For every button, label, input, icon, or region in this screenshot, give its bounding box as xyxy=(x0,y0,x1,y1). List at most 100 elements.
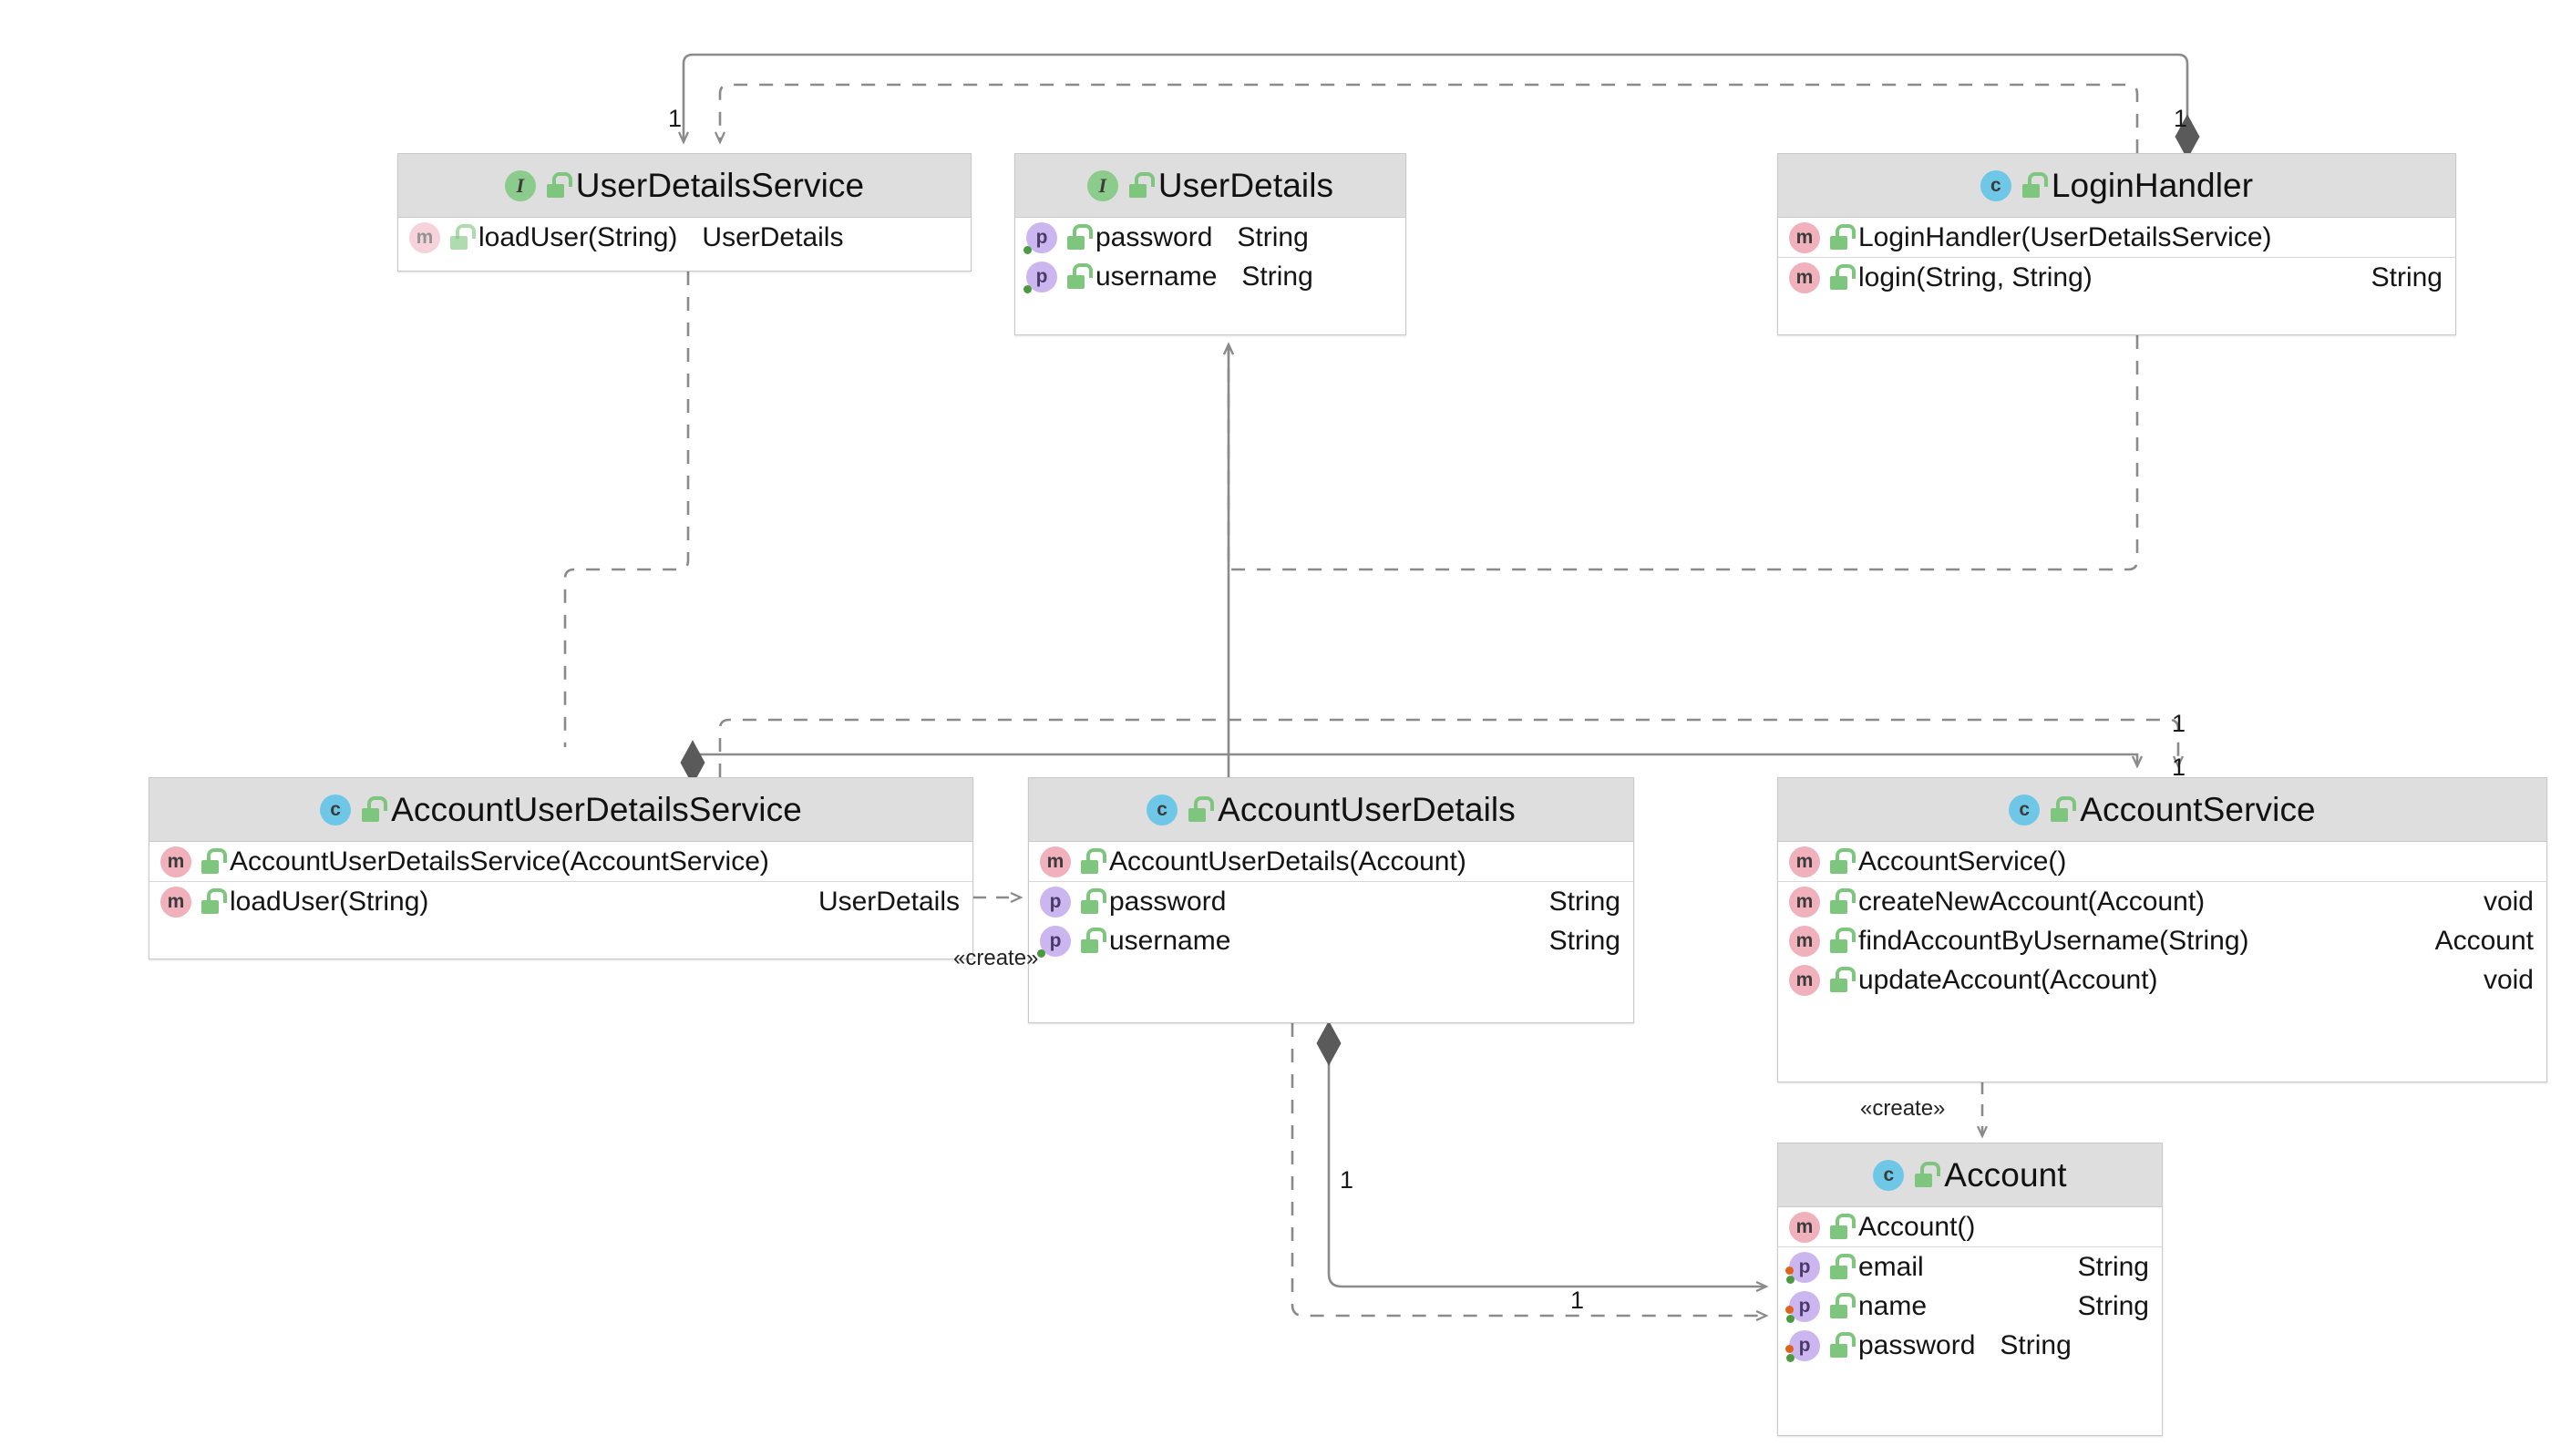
member-type: String xyxy=(2077,1251,2149,1282)
member-name: AccountUserDetails(Account) xyxy=(1109,846,1466,877)
unlocked-padlock-icon xyxy=(1828,966,1856,992)
property-badge-icon: p xyxy=(1785,1251,1820,1284)
unlocked-padlock-icon xyxy=(1828,927,1856,953)
method-badge-icon: m xyxy=(1789,964,1820,996)
member-name: email xyxy=(1858,1251,1924,1282)
edge-accountuserdetailsservice-accountservice-dep xyxy=(718,718,2185,777)
unlocked-padlock-icon xyxy=(200,887,227,914)
member-type: String xyxy=(1548,925,1620,956)
member-name: password xyxy=(1109,886,1227,917)
edge-accountuserdetails-account-dep xyxy=(1291,1023,1769,1322)
member-type: String xyxy=(2371,261,2443,292)
unlocked-padlock-icon xyxy=(1828,1253,1856,1279)
method-badge-icon: m xyxy=(1789,846,1820,877)
member-name: login(String, String) xyxy=(1858,261,2093,292)
property-badge-icon: p xyxy=(1785,1329,1820,1362)
edge-loginhandler-userdetailsservice-assoc xyxy=(677,53,2189,145)
property-badge-icon: p xyxy=(1040,886,1071,918)
member-type: UserDetails xyxy=(818,886,960,917)
member-type: String xyxy=(1548,886,1620,917)
method-badge-icon: m xyxy=(1789,221,1820,253)
member-type: String xyxy=(2077,1290,2149,1321)
orange-dot-icon xyxy=(1785,1266,1794,1275)
method-badge-icon: m xyxy=(160,886,191,918)
edge-accountuserdetailsservice-accountservice-assoc xyxy=(691,753,2144,769)
unlocked-padlock-icon xyxy=(1187,795,1215,822)
member-name: findAccountByUsername(String) xyxy=(1858,925,2249,956)
unlocked-padlock-icon xyxy=(1913,1161,1941,1187)
edge-loginhandler-userdetailsservice-dep xyxy=(714,83,2139,153)
member-name: Account() xyxy=(1858,1211,1976,1242)
interface-badge-icon: I xyxy=(1086,169,1118,201)
member-name: password xyxy=(1095,221,1213,252)
member-name: createNewAccount(Account) xyxy=(1858,886,2206,917)
member-name: username xyxy=(1095,261,1218,292)
class-header: c Account xyxy=(1778,1143,2162,1207)
member-name: AccountUserDetailsService(AccountService… xyxy=(230,846,769,877)
green-dot-icon xyxy=(1023,284,1032,293)
class-badge-icon: c xyxy=(1873,1159,1905,1191)
member-name: username xyxy=(1109,925,1231,956)
unlocked-padlock-icon xyxy=(1079,927,1106,953)
property-badge-icon: p xyxy=(1023,261,1057,293)
member-type: Account xyxy=(2434,925,2534,956)
class-member-row[interactable]: m Account() xyxy=(1778,1207,2162,1246)
property-badge-icon: p xyxy=(1785,1290,1820,1323)
member-type: String xyxy=(2000,1329,2072,1360)
edge-label-mult-uds-1: 1 xyxy=(668,105,683,132)
class-badge-icon: c xyxy=(1980,169,2011,201)
edge-label-stereo-create-acc: «create» xyxy=(1860,1096,1946,1121)
unlocked-padlock-icon xyxy=(1828,1213,1856,1239)
class-member-section: m Account() xyxy=(1778,1207,2162,1246)
unlocked-padlock-icon xyxy=(1079,847,1106,874)
edge-label-mult-lh-1: 1 xyxy=(2174,105,2188,132)
method-badge-icon: m xyxy=(1789,1211,1820,1243)
unlocked-padlock-icon xyxy=(2021,171,2048,198)
member-name: updateAccount(Account) xyxy=(1858,964,2158,995)
class-name: Account xyxy=(1944,1155,2067,1194)
green-dot-icon xyxy=(1786,1314,1795,1323)
unlocked-padlock-icon xyxy=(1079,887,1106,914)
class-name: AccountUserDetailsService xyxy=(391,790,802,828)
class-badge-icon: c xyxy=(1147,794,1178,825)
class-member-row[interactable]: p email String xyxy=(1778,1247,2162,1287)
orange-dot-icon xyxy=(1785,1344,1794,1353)
class-member-row[interactable]: p password String xyxy=(1029,882,1633,921)
green-dot-icon xyxy=(1037,948,1045,958)
